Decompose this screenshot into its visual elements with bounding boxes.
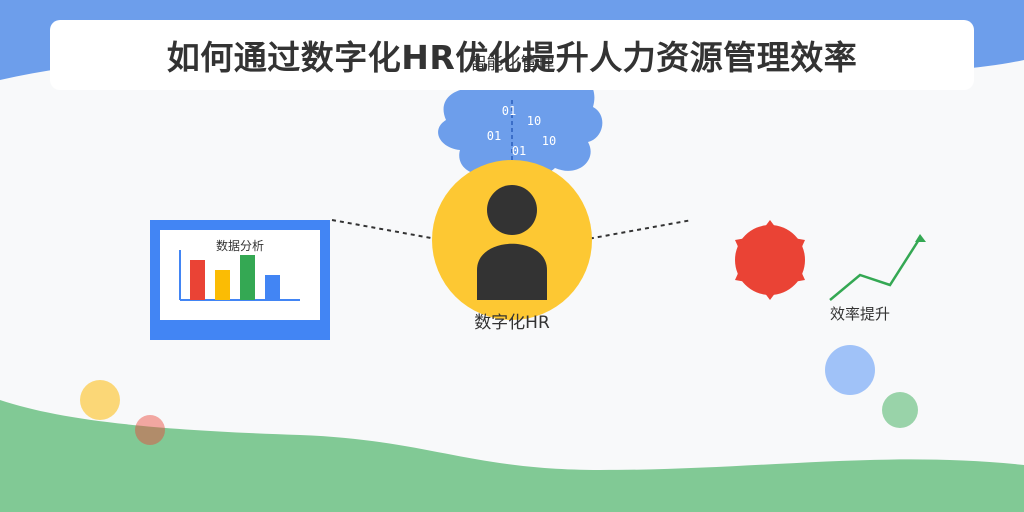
trend-label: 效率提升 (829, 305, 890, 323)
binary-text-2: 10 (527, 114, 541, 128)
person-head (487, 185, 537, 235)
bar-green (240, 255, 255, 300)
connector-left (331, 219, 443, 241)
trend-up-icon (829, 234, 926, 301)
gear-icon (735, 220, 805, 300)
bottom-wave (0, 400, 1024, 512)
center-label: 数字化HR (474, 313, 550, 333)
title-card: 如何通过数字化HR优化提升人力资源管理效率 (50, 20, 974, 90)
decor-circle-red (135, 415, 165, 445)
binary-text-3: 01 (487, 129, 501, 143)
connector-right (581, 219, 693, 241)
decor-circle-blue (825, 345, 875, 395)
bar-blue (265, 275, 280, 300)
page-title: 如何通过数字化HR优化提升人力资源管理效率 (166, 38, 858, 77)
decor-circle-yellow (80, 380, 120, 420)
binary-text-4: 10 (542, 134, 556, 148)
decor-circle-green (882, 392, 918, 428)
data-analysis-monitor (150, 220, 330, 340)
cloud-label: 智能化管理 (469, 54, 555, 74)
person-avatar (432, 160, 592, 320)
binary-text-5: 01 (512, 144, 526, 158)
binary-text-1: 01 (502, 104, 516, 118)
person-body (477, 243, 547, 300)
bar-yellow (215, 270, 230, 300)
monitor-label: 数据分析 (216, 238, 264, 253)
bar-red (190, 260, 205, 300)
cloud-icon (438, 67, 603, 180)
